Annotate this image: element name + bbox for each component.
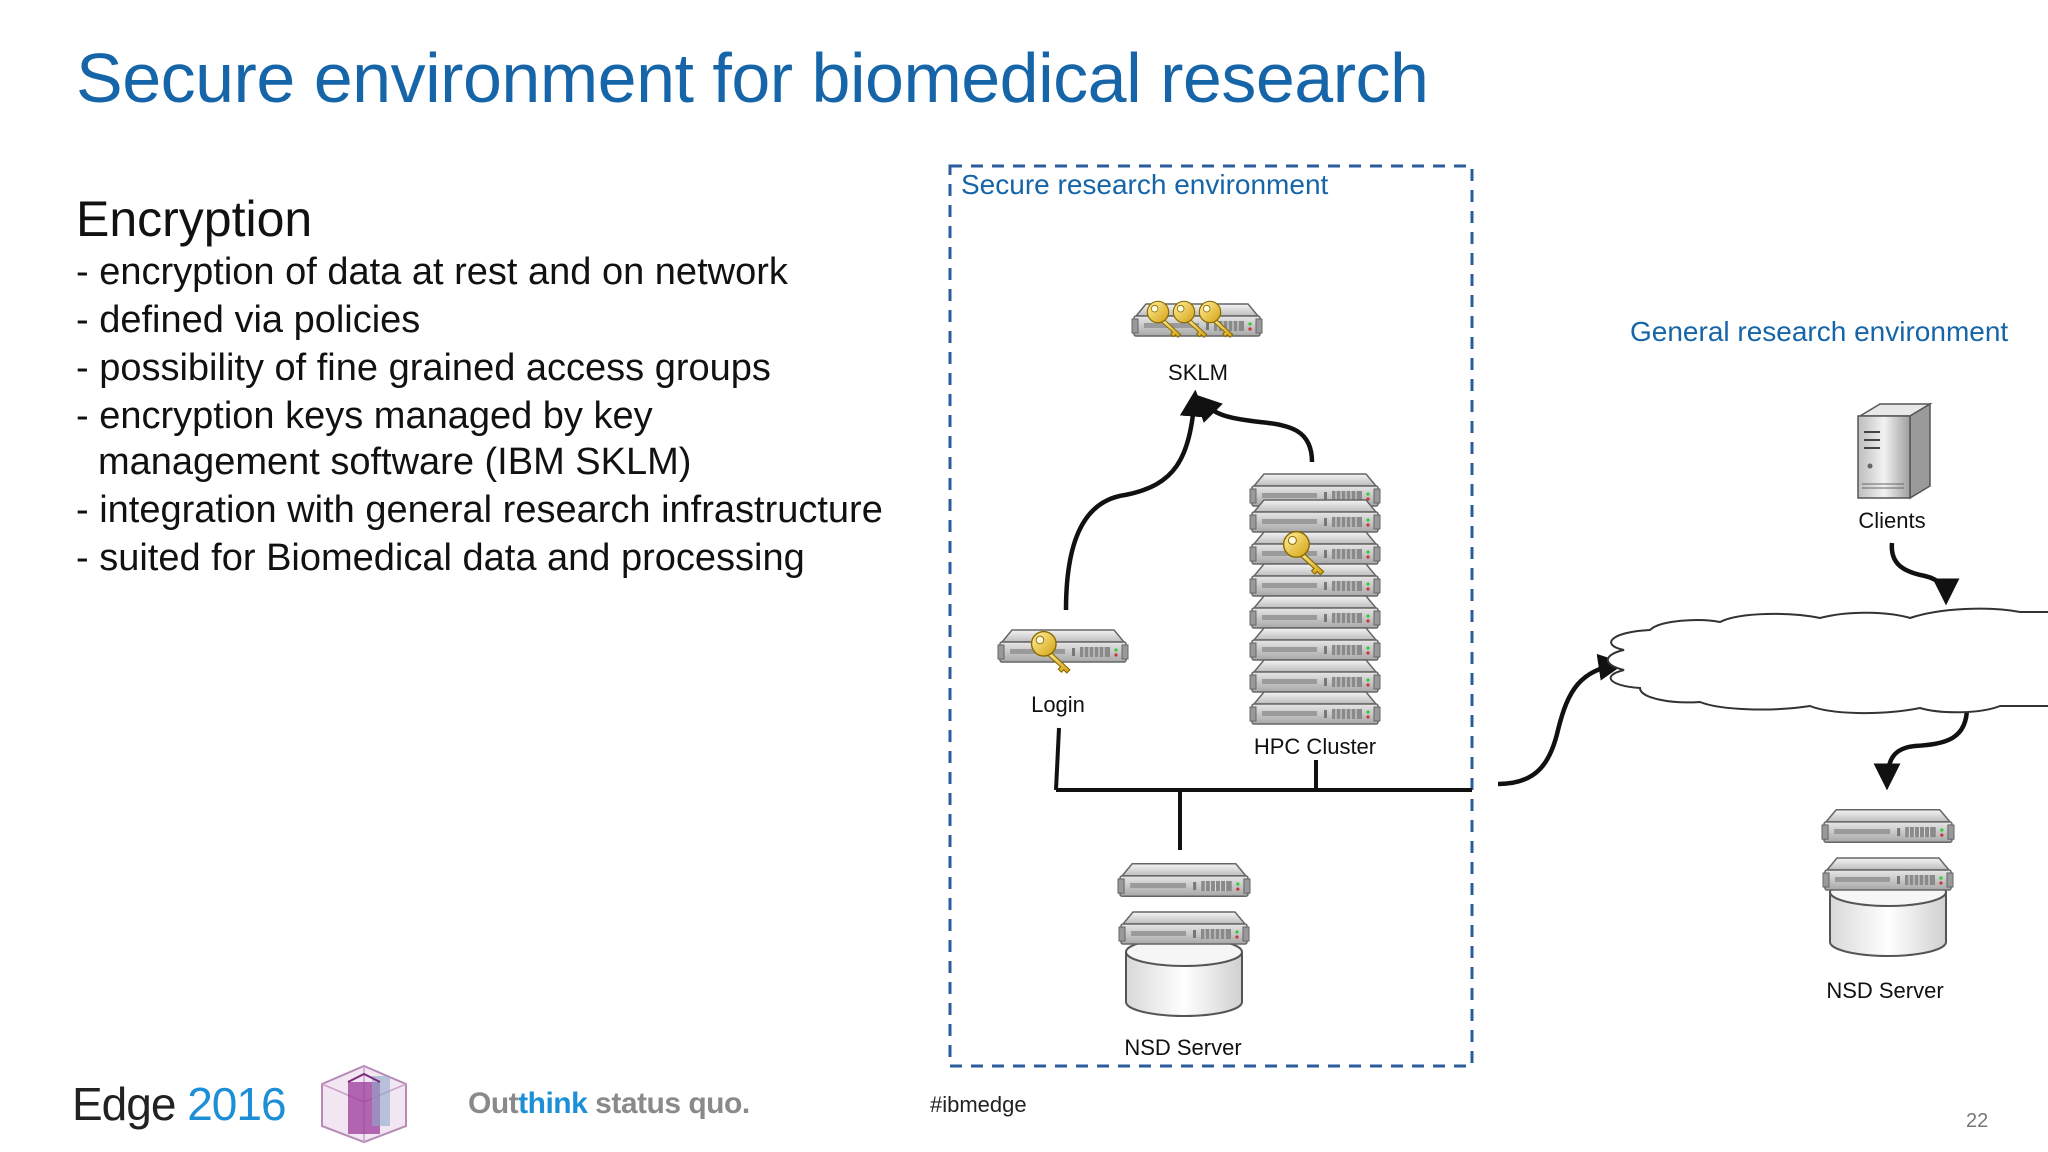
bullet-item-continuation: management software (IBM SKLM) [98, 441, 692, 483]
bullet-item: - possibility of fine grained access gro… [76, 347, 771, 389]
connection-arrows [1063, 389, 1970, 791]
secure-environment-label: Secure research environment [961, 169, 1329, 200]
slide-title: Secure environment for biomedical resear… [76, 39, 1429, 117]
hpc-cluster-icon [1248, 472, 1382, 725]
clients-computer-icon [1857, 402, 1933, 500]
tagline-think: think [518, 1087, 588, 1120]
section-heading: Encryption [76, 191, 313, 247]
edge-word: Edge [72, 1078, 176, 1130]
clients-label: Clients [1858, 508, 1925, 533]
login-server-icon [996, 628, 1130, 674]
tagline-out: Out [468, 1087, 519, 1120]
page-number: 22 [1966, 1110, 1989, 1132]
login-label: Login [1031, 692, 1085, 717]
edge-2016-logo: Edge 2016 [72, 1077, 287, 1131]
nsd-server-secure-label: NSD Server [1124, 1035, 1241, 1060]
general-environment-label: General research environment [1630, 316, 2008, 347]
nsd-server-general-icon [1820, 808, 1956, 957]
bullet-item: - defined via policies [76, 299, 421, 341]
network-lines [1054, 727, 1472, 850]
secure-environment-boundary [948, 164, 1474, 1068]
nsd-server-general-label: NSD Server [1826, 978, 1943, 1003]
nsd-server-secure-icon [1116, 862, 1252, 1017]
cloud-network [1606, 607, 2048, 715]
hpc-cluster-label: HPC Cluster [1254, 734, 1376, 759]
tagline: Outthink status quo. [468, 1087, 750, 1121]
tagline-rest: status quo. [587, 1087, 750, 1120]
bullet-item: - encryption keys managed by key [76, 395, 653, 437]
bullet-item: - encryption of data at rest and on netw… [76, 251, 788, 293]
edge-cube-logo-icon [321, 1064, 407, 1144]
sklm-server-icon [1130, 300, 1264, 338]
hashtag: #ibmedge [930, 1092, 1027, 1117]
sklm-label: SKLM [1168, 360, 1228, 385]
bullet-item: - suited for Biomedical data and process… [76, 537, 805, 579]
edge-year: 2016 [187, 1078, 286, 1130]
bullet-list: - encryption of data at rest and on netw… [76, 248, 883, 582]
bullet-item: - integration with general research infr… [76, 489, 883, 531]
